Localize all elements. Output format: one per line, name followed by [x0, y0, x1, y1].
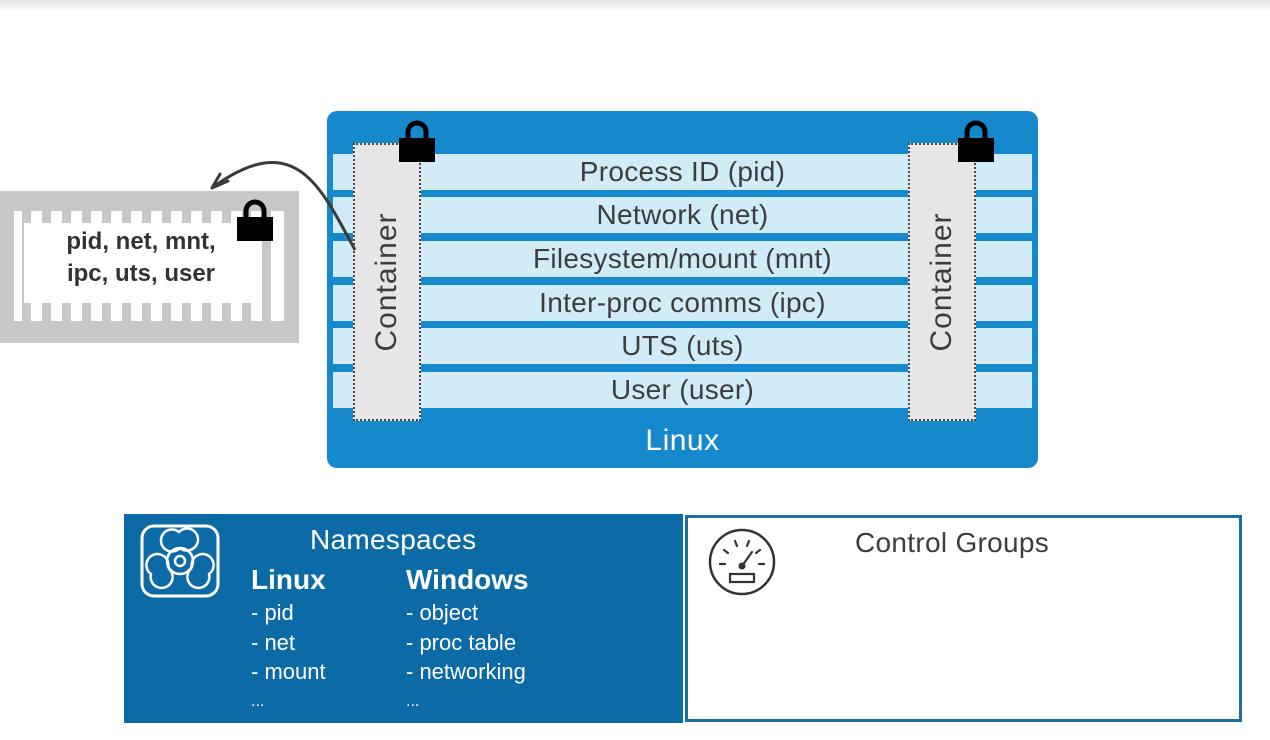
- namespaces-linux-list: - pid - net - mount ...: [251, 598, 326, 716]
- namespaces-windows-list: - object - proc table - networking ...: [406, 598, 526, 716]
- namespaces-panel: Namespaces Linux - pid - net - mount ...…: [124, 514, 683, 723]
- namespace-label: Process ID (pid): [579, 156, 786, 187]
- list-item: - mount: [251, 659, 326, 684]
- namespace-label: Inter-proc comms (ipc): [539, 287, 826, 318]
- shipping-container-label: pid, net, mnt, ipc, uts, user: [30, 226, 252, 290]
- container-label: Container: [925, 212, 958, 352]
- list-item: - proc table: [406, 629, 517, 655]
- list-item: - net: [251, 629, 296, 655]
- container-left: Container: [353, 143, 421, 421]
- namespaces-windows-heading: Windows: [406, 564, 529, 595]
- list-item: - object: [406, 600, 479, 625]
- namespaces-linux-heading: Linux: [251, 564, 326, 595]
- list-item: ...: [406, 692, 420, 710]
- namespaces-title: Namespaces: [310, 524, 477, 555]
- lock-icon: [958, 120, 994, 162]
- container-right: Container: [908, 143, 976, 421]
- list-item: ...: [251, 692, 265, 710]
- namespace-label: UTS (uts): [621, 330, 744, 361]
- list-item: - networking: [406, 659, 526, 684]
- biohazard-icon: [140, 524, 220, 598]
- shipping-container-icon: [0, 191, 299, 343]
- control-groups-panel: Control Groups: [685, 515, 1242, 722]
- curved-arrow-icon: [210, 161, 357, 251]
- namespace-label: Filesystem/mount (mnt): [532, 243, 833, 274]
- linux-label: Linux: [645, 424, 720, 457]
- shipping-label-line: ipc, uts, user: [66, 260, 216, 287]
- list-item: - pid: [251, 600, 294, 625]
- namespace-label: User (user): [610, 374, 755, 405]
- container-label: Container: [370, 212, 403, 352]
- lock-icon: [237, 199, 273, 241]
- namespace-label: Network (net): [596, 199, 769, 230]
- lock-icon: [399, 120, 435, 162]
- control-groups-title: Control Groups: [855, 527, 1050, 558]
- top-edge-shadow: [0, 0, 1270, 12]
- shipping-label-line: pid, net, mnt,: [66, 228, 216, 255]
- gauge-icon: [708, 528, 776, 596]
